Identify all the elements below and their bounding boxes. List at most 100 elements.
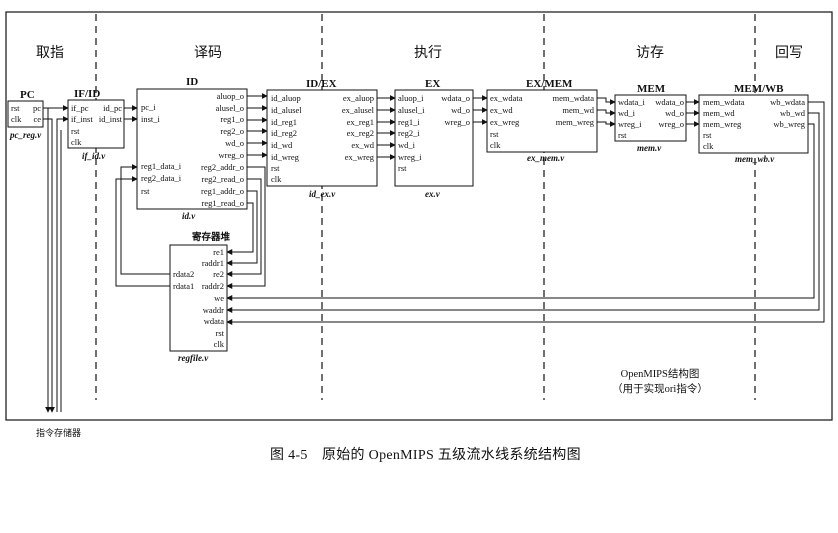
module-file: ex_mem.v — [527, 153, 565, 163]
port-label: ex_wreg — [345, 152, 375, 162]
port-label: wreg_i — [398, 152, 422, 162]
port-label: pc_i — [141, 102, 156, 112]
port-label: reg1_i — [398, 117, 420, 127]
port-label: if_pc — [71, 103, 89, 113]
port-label: rst — [271, 163, 280, 173]
module-box — [486, 89, 598, 153]
module-box — [394, 89, 474, 187]
port-label: if_inst — [71, 114, 93, 124]
module-mem: MEM wdata_i wd_i wreg_i rst wdata_o wd_o… — [614, 83, 687, 153]
module-title: 寄存器堆 — [192, 231, 231, 243]
module-mem-wb: MEM/WB mem_wdata mem_wd mem_wreg rst clk… — [698, 83, 809, 164]
stage-label-writeback: 回写 — [775, 45, 803, 61]
port-label: clk — [490, 140, 501, 150]
port-label: wreg_o — [659, 119, 685, 129]
port-label: id_alusel — [271, 105, 302, 115]
module-box — [7, 100, 44, 128]
module-title: MEM/WB — [734, 83, 784, 95]
port-label: reg1_data_i — [141, 161, 182, 171]
wire — [597, 97, 616, 105]
port-label: wd_o — [225, 138, 244, 148]
port-label: wd_o — [451, 105, 470, 115]
module-file: id_ex.v — [309, 189, 336, 199]
wire — [120, 164, 170, 275]
module-title: MEM — [637, 83, 666, 95]
port-label: aluop_o — [217, 91, 244, 101]
port-label: wd_o — [665, 108, 684, 118]
module-title: PC — [20, 89, 35, 101]
port-label: id_inst — [99, 114, 123, 124]
port-label: alusel_o — [216, 103, 244, 113]
port-label: mem_wreg — [703, 119, 742, 129]
port-label: clk — [71, 137, 82, 147]
module-box — [136, 88, 248, 210]
module-title: EX/MEM — [526, 78, 573, 90]
module-box — [698, 94, 809, 154]
port-label: mem_wd — [562, 105, 594, 115]
module-file: ex.v — [425, 189, 441, 199]
port-label: rst — [11, 103, 20, 113]
port-label: wb_wd — [780, 108, 806, 118]
port-label: aluop_i — [398, 93, 424, 103]
port-label: reg2_i — [398, 128, 420, 138]
port-label: rst — [216, 328, 225, 338]
wire — [226, 166, 266, 289]
module-box — [169, 244, 228, 352]
port-label: reg2_o — [220, 126, 244, 136]
port-label: reg1_read_o — [202, 198, 244, 208]
port-label: wreg_i — [618, 119, 642, 129]
port-label: wd_i — [398, 140, 416, 150]
port-label: rdata1 — [173, 281, 194, 291]
module-ex: EX aluop_i alusel_i reg1_i reg2_i wd_i w… — [394, 78, 474, 199]
port-label: clk — [214, 339, 225, 349]
stage-label-execute: 执行 — [414, 45, 442, 61]
port-label: id_reg2 — [271, 128, 297, 138]
port-label: reg2_read_o — [202, 174, 244, 184]
module-file: mem_wb.v — [735, 154, 775, 164]
wire — [226, 202, 254, 255]
wire — [115, 176, 170, 287]
module-pc: PC rst clk pc ce pc_reg.v — [7, 89, 44, 140]
module-title: EX — [425, 78, 440, 90]
port-label: wreg_o — [219, 150, 245, 160]
module-id-ex: ID/EX id_aluop id_alusel id_reg1 id_reg2… — [266, 78, 378, 199]
port-label: ex_wd — [490, 105, 513, 115]
port-label: rst — [71, 126, 80, 136]
wire — [43, 107, 51, 413]
wire — [226, 178, 262, 277]
port-label: wb_wdata — [770, 97, 805, 107]
port-label: id_pc — [103, 103, 122, 113]
port-label: inst_i — [141, 114, 161, 124]
wire — [226, 123, 815, 301]
module-title: ID — [186, 76, 198, 88]
module-file: regfile.v — [178, 353, 209, 363]
port-label: reg2_addr_o — [201, 162, 244, 172]
port-label: ex_reg1 — [347, 117, 374, 127]
wire — [597, 121, 616, 127]
wire — [43, 118, 55, 413]
port-label: id_reg1 — [271, 117, 297, 127]
module-file: id.v — [182, 211, 196, 221]
wire — [597, 109, 616, 116]
module-file: pc_reg.v — [9, 130, 42, 140]
port-label: wdata_o — [441, 93, 470, 103]
wire — [226, 190, 258, 266]
port-label: re2 — [213, 269, 224, 279]
port-label: rst — [703, 130, 712, 140]
port-label: wdata_i — [618, 97, 646, 107]
port-label: reg1_addr_o — [201, 186, 244, 196]
port-label: raddr2 — [202, 281, 224, 291]
port-label: ex_wreg — [490, 117, 520, 127]
inst-rom-label: 指令存储器 — [36, 427, 81, 438]
port-label: wreg_o — [445, 117, 471, 127]
port-label: ex_aluop — [343, 93, 374, 103]
module-title: ID/EX — [306, 78, 337, 90]
port-label: wd_i — [618, 108, 636, 118]
port-label: we — [214, 293, 224, 303]
port-label: waddr — [203, 305, 224, 315]
port-label: rst — [398, 163, 407, 173]
wire — [226, 101, 825, 325]
module-if-id: IF/ID if_pc if_inst rst clk id_pc id_ins… — [67, 88, 125, 161]
figure-caption: 图 4-5 原始的 OpenMIPS 五级流水线系统结构图 — [270, 448, 581, 463]
